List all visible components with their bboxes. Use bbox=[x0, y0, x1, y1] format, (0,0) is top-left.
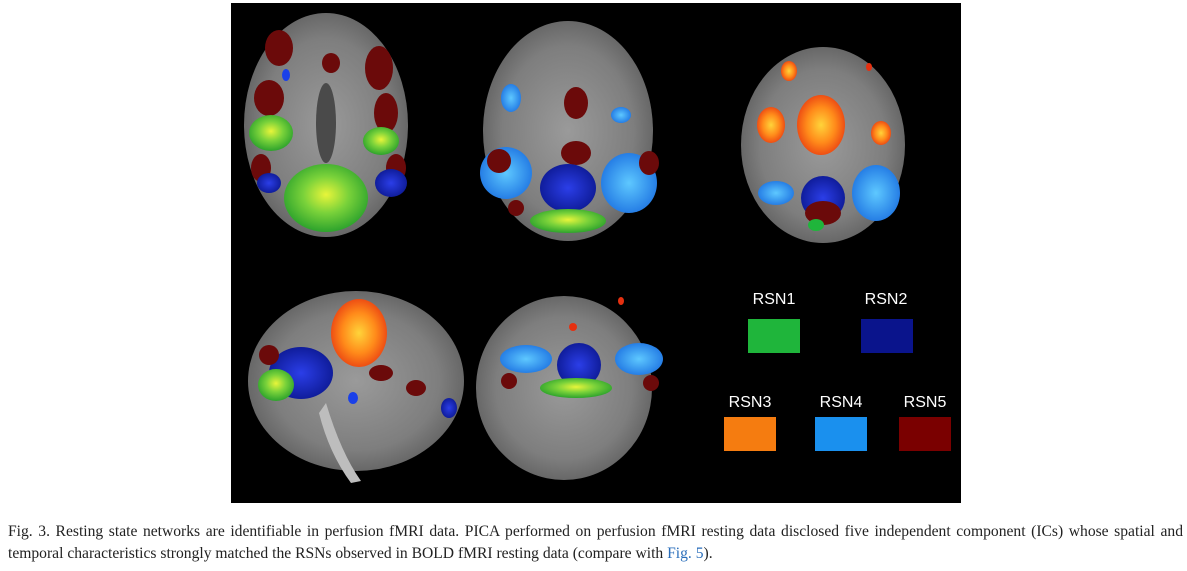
brain-slice-2 bbox=[480, 21, 659, 241]
caption-text: Fig. 3. Resting state networks are ident… bbox=[8, 523, 1183, 562]
legend-label-rsn3: RSN3 bbox=[728, 394, 772, 411]
legend-swatch-rsn2 bbox=[861, 319, 913, 353]
figure-panel: RSN1 RSN2 RSN3 RSN4 RSN5 bbox=[231, 3, 961, 503]
legend-label-rsn1: RSN1 bbox=[752, 291, 796, 308]
brain-slices-image bbox=[244, 13, 905, 483]
brain-slice-3 bbox=[741, 47, 905, 243]
brain-slice-1 bbox=[244, 13, 408, 237]
legend-label-rsn2: RSN2 bbox=[864, 291, 908, 308]
legend-swatch-rsn4 bbox=[815, 417, 867, 451]
figure-caption: Fig. 3. Resting state networks are ident… bbox=[8, 521, 1183, 565]
legend-label-rsn4: RSN4 bbox=[819, 394, 863, 411]
brain-slice-5 bbox=[476, 296, 663, 480]
legend-label-rsn5: RSN5 bbox=[903, 394, 947, 411]
legend-swatch-rsn5 bbox=[899, 417, 951, 451]
legend-swatch-rsn3 bbox=[724, 417, 776, 451]
caption-text-end: ). bbox=[703, 545, 713, 562]
figure-5-link[interactable]: Fig. 5 bbox=[667, 545, 704, 562]
legend-swatch-rsn1 bbox=[748, 319, 800, 353]
brain-slice-4 bbox=[248, 291, 464, 483]
